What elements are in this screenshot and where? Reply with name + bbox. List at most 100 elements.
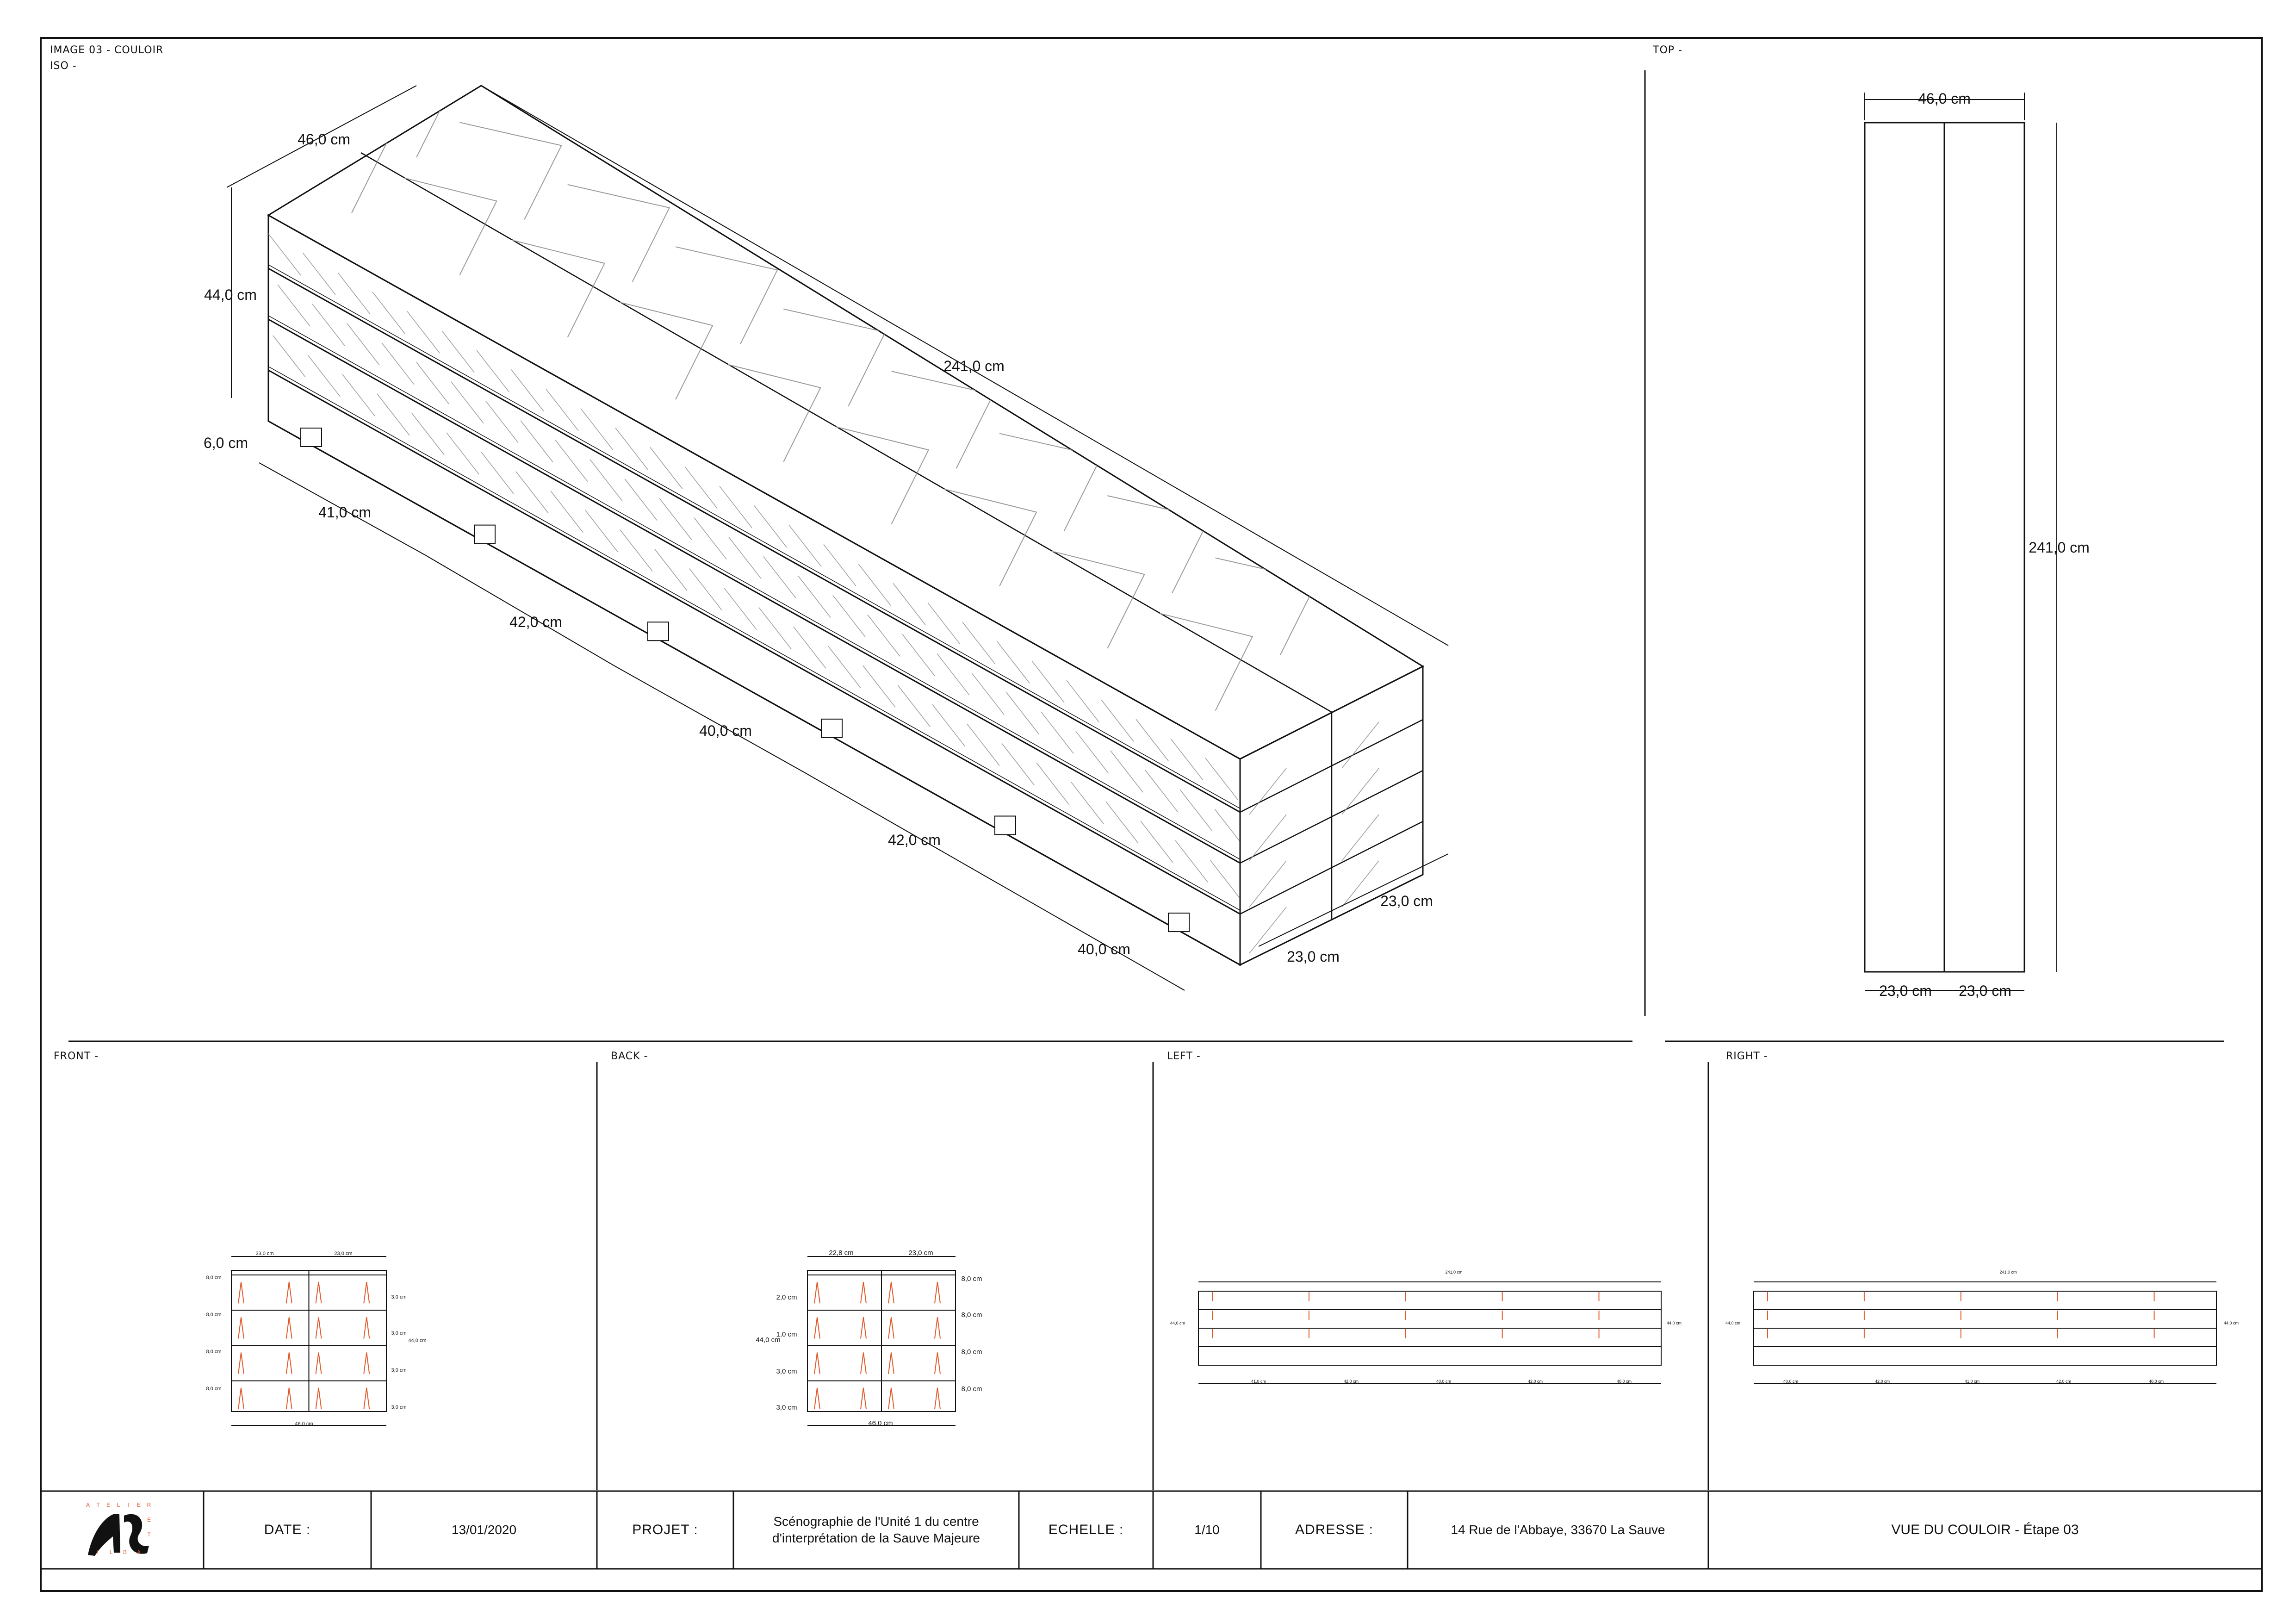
iso-side-hatch bbox=[620, 529, 653, 572]
right-dim-seg-2: 42,0 cm bbox=[1875, 1379, 1890, 1384]
front-fixing-mark bbox=[238, 1317, 244, 1339]
iso-side-hatch bbox=[684, 466, 718, 509]
front-fixing-mark bbox=[363, 1387, 370, 1410]
left-dim-seg-2: 42,0 cm bbox=[1344, 1379, 1359, 1384]
iso-top-chevron bbox=[567, 184, 670, 282]
iso-side-hatch bbox=[377, 393, 410, 436]
logo-letter: T bbox=[147, 1531, 151, 1538]
iso-side-hatch bbox=[585, 510, 618, 553]
iso-side-hatch bbox=[897, 684, 931, 727]
logo-letter: B bbox=[123, 1549, 127, 1555]
iso-top-chevron bbox=[728, 364, 821, 462]
iso-end-hatch bbox=[1249, 907, 1287, 954]
right-view bbox=[1753, 1281, 2217, 1384]
iso-side-hatch bbox=[1175, 840, 1208, 883]
iso-side-hatch bbox=[1075, 731, 1109, 773]
front-dim-a: 23,0 cm bbox=[255, 1251, 273, 1256]
right-dim-seg-5: 40,0 cm bbox=[2149, 1379, 2164, 1384]
left-dim-seg-5: 40,0 cm bbox=[1617, 1379, 1632, 1384]
project-label: PROJET : bbox=[632, 1522, 698, 1537]
front-view bbox=[231, 1256, 387, 1426]
front-fixing-mark bbox=[315, 1352, 322, 1374]
iso-top-chevron bbox=[459, 122, 562, 220]
iso-foot-block bbox=[821, 718, 843, 738]
iso-top-chevron bbox=[1160, 613, 1253, 711]
back-fixing-mark bbox=[814, 1317, 820, 1339]
iso-side-hatch bbox=[337, 272, 371, 315]
iso-side-hatch bbox=[758, 607, 792, 649]
logo-letter: I bbox=[96, 1549, 98, 1555]
iso-foot-block bbox=[300, 428, 322, 447]
front-dim-g2: 3,0 cm bbox=[391, 1330, 406, 1336]
logo-letter: T bbox=[96, 1502, 100, 1508]
front-dim-height: 44,0 cm bbox=[408, 1338, 426, 1343]
iso-side-hatch bbox=[277, 284, 310, 327]
image-title: IMAGE 03 - COULOIR bbox=[50, 44, 164, 56]
iso-side-hatch bbox=[580, 408, 614, 451]
iso-side-hatch bbox=[1031, 660, 1065, 703]
iso-dimline-seg bbox=[259, 462, 426, 556]
iso-side-hatch bbox=[550, 491, 583, 533]
scale-label: ECHELLE : bbox=[1048, 1522, 1124, 1537]
back-view bbox=[807, 1256, 956, 1426]
logo-mark-a bbox=[88, 1514, 120, 1556]
back-fixing-mark bbox=[888, 1317, 894, 1339]
date-value: 13/01/2020 bbox=[451, 1523, 517, 1537]
front-dim-g3: 3,0 cm bbox=[391, 1368, 406, 1373]
iso-side-hatch bbox=[407, 311, 440, 354]
iso-side-hatch bbox=[689, 568, 722, 611]
iso-side-hatch bbox=[962, 622, 995, 664]
iso-side-hatch bbox=[1071, 782, 1104, 824]
iso-end-plank-edge bbox=[1240, 821, 1423, 915]
right-dim-height: 44,0 cm bbox=[1725, 1321, 1740, 1325]
front-fixing-mark bbox=[363, 1281, 370, 1304]
iso-side-hatch bbox=[555, 440, 588, 482]
iso-side-hatch bbox=[863, 665, 896, 708]
iso-plank-edge bbox=[268, 369, 1241, 915]
date-label: DATE : bbox=[264, 1522, 311, 1537]
front-dim-g1: 3,0 cm bbox=[391, 1294, 406, 1300]
back-fixing-mark bbox=[860, 1317, 867, 1339]
iso-dim-half-b: 23,0 cm bbox=[1287, 948, 1340, 965]
iso-end-hatch bbox=[1249, 860, 1287, 908]
project-line-1: Scénographie de l'Unité 1 du centre bbox=[773, 1514, 979, 1529]
iso-side-hatch bbox=[654, 549, 688, 591]
iso-plank-edge bbox=[268, 318, 1241, 864]
iso-side-hatch bbox=[694, 517, 727, 560]
front-dim-b: 23,0 cm bbox=[334, 1251, 352, 1256]
iso-side-hatch bbox=[268, 233, 301, 276]
iso-side-hatch bbox=[1036, 762, 1069, 805]
iso-side-hatch bbox=[798, 576, 831, 618]
logo-letter: I bbox=[128, 1502, 129, 1508]
iso-side-hatch bbox=[1006, 692, 1039, 734]
front-fixing-mark bbox=[238, 1352, 244, 1374]
back-dim-height: 44,0 cm bbox=[756, 1336, 780, 1344]
view-label-top: TOP - bbox=[1653, 44, 1682, 56]
iso-dimline-seg bbox=[615, 666, 806, 773]
right-dim-seg-3: 41,0 cm bbox=[1965, 1379, 1980, 1384]
iso-side-hatch bbox=[1136, 719, 1169, 761]
iso-end-plank-edge bbox=[1240, 719, 1423, 813]
left-dim-seg-3: 40,0 cm bbox=[1436, 1379, 1451, 1384]
iso-side-hatch bbox=[788, 525, 822, 567]
iso-dimension-lines bbox=[226, 85, 1449, 991]
iso-top-chevron bbox=[351, 86, 454, 158]
iso-side-hatch bbox=[485, 401, 519, 443]
iso-side-hatch bbox=[828, 646, 861, 688]
iso-side-hatch bbox=[937, 653, 970, 696]
iso-side-hatch bbox=[381, 342, 415, 385]
front-fixing-mark bbox=[285, 1387, 292, 1410]
back-fixing-mark bbox=[934, 1387, 941, 1410]
front-fixing-mark bbox=[363, 1317, 370, 1339]
iso-side-hatch bbox=[1001, 743, 1035, 785]
back-dim-a: 22,8 cm bbox=[829, 1249, 853, 1257]
logo-letter: E bbox=[137, 1502, 141, 1508]
back-fixing-mark bbox=[860, 1352, 867, 1374]
iso-feet bbox=[300, 428, 1190, 933]
iso-top-chevron bbox=[512, 239, 606, 338]
back-dim-r4: 8,0 cm bbox=[961, 1385, 982, 1393]
front-fixing-mark bbox=[238, 1281, 244, 1304]
back-fixing-mark bbox=[934, 1281, 941, 1304]
